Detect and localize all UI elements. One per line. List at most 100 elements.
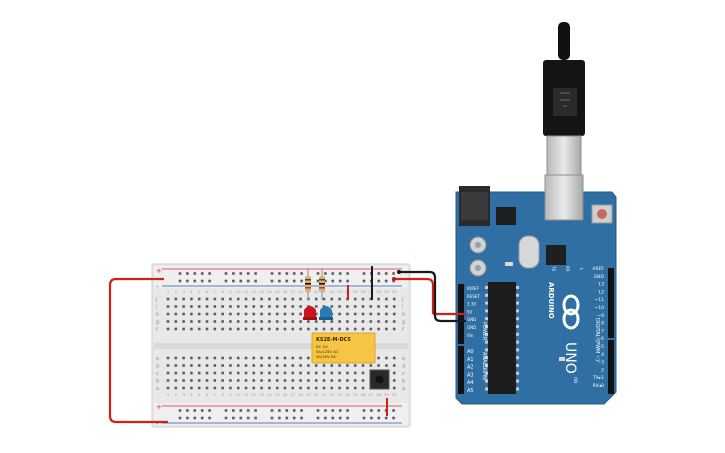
digital-header-low[interactable] xyxy=(608,340,614,394)
breadboard-hole xyxy=(291,312,295,316)
breadboard-column-numbers: 1122334455667788991010111112121313141415… xyxy=(167,290,397,397)
breadboard-hole xyxy=(324,409,327,412)
pushbutton[interactable] xyxy=(369,369,390,390)
breadboard-hole xyxy=(174,356,178,360)
led-blue[interactable] xyxy=(319,306,333,320)
led-red[interactable] xyxy=(303,306,317,320)
wires[interactable] xyxy=(108,266,466,424)
breadboard-hole xyxy=(224,409,228,412)
breadboard-hole xyxy=(392,409,395,412)
resistor[interactable] xyxy=(305,268,311,300)
breadboard-hole xyxy=(314,379,318,382)
breadboard-hole xyxy=(200,279,204,283)
breadboard-hole xyxy=(252,297,256,301)
breadboard-hole xyxy=(275,371,279,375)
breadboard-hole xyxy=(205,320,209,323)
breadboard-hole xyxy=(186,416,189,420)
breadboard-hole xyxy=(182,371,185,375)
column-number: 21 xyxy=(322,290,327,294)
breadboard-hole xyxy=(322,379,326,382)
breadboard-hole xyxy=(174,297,178,301)
breadboard-hole xyxy=(361,297,365,301)
breadboard-hole xyxy=(291,386,295,390)
breadboard-hole xyxy=(244,297,248,301)
breadboard-hole xyxy=(190,386,193,390)
relay[interactable]: KS2E-M-DC5 DC 5V 5A/125V AC 2A/30V DC xyxy=(311,332,376,364)
breadboard-hole xyxy=(268,312,271,316)
breadboard-hole xyxy=(213,371,217,375)
breadboard-hole xyxy=(224,416,228,420)
breadboard-hole xyxy=(190,305,193,308)
column-number: 6 xyxy=(206,290,209,294)
breadboard-hole xyxy=(278,416,281,420)
breadboard-hole xyxy=(252,312,256,316)
breadboard-hole xyxy=(197,356,201,360)
breadboard-hole xyxy=(285,272,289,275)
breadboard-hole xyxy=(338,371,341,375)
breadboard-hole xyxy=(377,272,381,275)
breadboard-hole xyxy=(260,297,263,301)
breadboard-hole xyxy=(331,279,335,283)
breadboard-hole xyxy=(330,386,334,390)
breadboard-hole xyxy=(346,312,349,316)
breadboard-hole xyxy=(291,356,295,360)
resistor[interactable] xyxy=(319,268,325,300)
breadboard-hole xyxy=(213,297,217,301)
breadboard-hole xyxy=(252,320,256,323)
column-number: 15 xyxy=(275,290,280,294)
analog-header[interactable] xyxy=(458,346,464,394)
pin-label: 8 xyxy=(601,321,604,327)
breadboard-hole xyxy=(166,386,170,390)
on-label: ON xyxy=(573,377,578,383)
breadboard-hole xyxy=(283,379,287,382)
breadboard-hole xyxy=(300,409,303,412)
breadboard-hole xyxy=(270,272,274,275)
breadboard-hole xyxy=(362,279,366,283)
column-number: 5 xyxy=(198,393,200,397)
breadboard-hole xyxy=(208,416,211,420)
column-number: 2 xyxy=(175,393,177,397)
column-number: 6 xyxy=(206,393,209,397)
breadboard-hole xyxy=(307,371,310,375)
breadboard-hole xyxy=(174,312,178,316)
breadboard-hole xyxy=(384,272,388,275)
row-letter: j xyxy=(155,297,157,303)
breadboard-hole xyxy=(292,416,296,420)
breadboard-hole xyxy=(193,409,197,412)
breadboard-hole xyxy=(190,371,193,375)
breadboard-hole xyxy=(252,364,256,367)
breadboard-hole xyxy=(232,279,235,283)
digital-header-high[interactable] xyxy=(608,268,614,338)
breadboard-hole xyxy=(268,364,271,367)
row-letter: c xyxy=(156,371,159,377)
tx-label: TX xyxy=(551,265,556,271)
wire-5v-loop xyxy=(394,277,435,314)
relay-line: 2A/30V DC xyxy=(316,354,337,359)
breadboard-hole xyxy=(268,320,271,323)
breadboard-hole xyxy=(314,327,318,331)
breadboard-hole xyxy=(268,356,271,360)
breadboard-hole xyxy=(314,320,318,323)
column-number: 10 xyxy=(236,290,241,294)
usb-port[interactable] xyxy=(544,174,584,221)
breadboard-hole xyxy=(229,356,232,360)
breadboard-hole xyxy=(244,305,248,308)
breadboard-hole xyxy=(197,371,201,375)
row-letter: e xyxy=(402,356,405,362)
column-number: 27 xyxy=(369,290,374,294)
column-number: 25 xyxy=(353,290,358,294)
breadboard-hole xyxy=(346,320,349,323)
breadboard-hole xyxy=(182,386,185,390)
pin-label: IOREF xyxy=(467,286,480,291)
breadboard-hole xyxy=(193,272,197,275)
breadboard-hole xyxy=(229,371,232,375)
breadboard-hole xyxy=(254,279,257,283)
pin-label: Vin xyxy=(467,333,474,338)
breadboard-hole xyxy=(283,297,287,301)
pin-label: ~3 xyxy=(597,360,604,366)
breadboard-hole xyxy=(166,320,170,323)
breadboard-hole xyxy=(299,320,302,323)
breadboard-hole xyxy=(182,297,185,301)
